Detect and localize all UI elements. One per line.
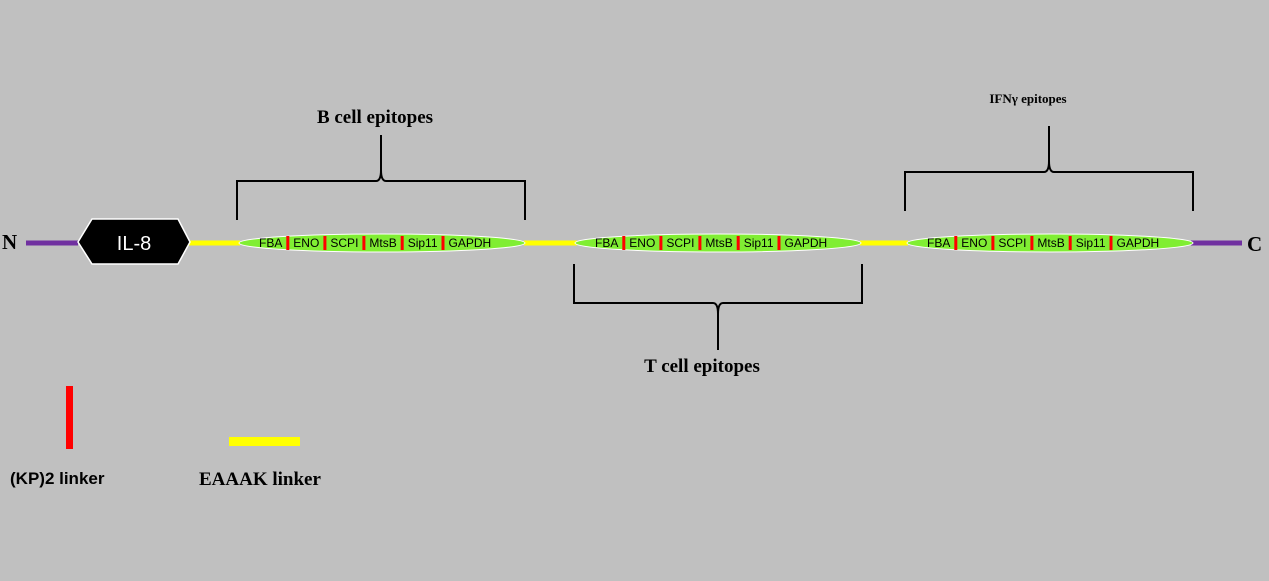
- kp-linker-separator: [323, 236, 327, 250]
- kp-linker-separator: [1109, 236, 1113, 250]
- kp-linker-separator: [777, 236, 781, 250]
- epitope-segment-label: Sip11: [408, 236, 438, 250]
- epitope-segment-label: ENO: [961, 236, 987, 250]
- kp-linker-separator: [400, 236, 404, 250]
- epitope-segment-label: GAPDH: [1117, 236, 1160, 250]
- epitope-segment-label: GAPDH: [449, 236, 492, 250]
- epitope-ellipse-body: [574, 233, 862, 253]
- kp-linker-separator: [441, 236, 445, 250]
- kp-linker-legend-swatch: [66, 386, 73, 449]
- t-cell-brace: [573, 264, 863, 350]
- eaaak-linker-legend-label: EAAAK linker: [199, 469, 321, 490]
- kp-linker-separator: [1030, 236, 1034, 250]
- epitope-segment-label: SCPI: [666, 236, 694, 250]
- epitope-ellipse-1: FBA ENO SCPI MtsB Sip11 GAPDH: [238, 233, 526, 253]
- epitope-segment-label: FBA: [595, 236, 618, 250]
- epitope-segment-label: SCPI: [998, 236, 1026, 250]
- epitope-ellipse-body: [906, 233, 1194, 253]
- epitope-ellipse-body: [238, 233, 526, 253]
- kp-linker-separator: [954, 236, 958, 250]
- b-cell-epitopes-label: B cell epitopes: [317, 107, 433, 128]
- epitope-segment-label: Sip11: [744, 236, 774, 250]
- n-terminal-label: N: [2, 230, 17, 254]
- kp-linker-separator: [622, 236, 626, 250]
- kp-linker-separator: [659, 236, 663, 250]
- adjuvant-hexagon: [77, 218, 191, 265]
- epitope-segment-label: MtsB: [705, 236, 732, 250]
- epitope-segment-label: FBA: [927, 236, 950, 250]
- adjuvant-label: IL-8: [117, 233, 151, 255]
- epitope-segment-label: ENO: [629, 236, 655, 250]
- kp-linker-legend-label: (KP)2 linker: [10, 469, 105, 488]
- eaaak-linker-legend-swatch: [229, 437, 300, 446]
- ifng-epitopes-label: IFNγ epitopes: [989, 91, 1066, 106]
- kp-linker-separator: [698, 236, 702, 250]
- t-cell-epitopes-label: T cell epitopes: [644, 356, 760, 377]
- epitope-segment-label: ENO: [293, 236, 319, 250]
- epitope-segment-label: MtsB: [1037, 236, 1064, 250]
- kp-linker-separator: [991, 236, 995, 250]
- epitope-segment-label: Sip11: [1076, 236, 1106, 250]
- kp-linker-separator: [286, 236, 290, 250]
- b-cell-brace: [236, 135, 526, 220]
- epitope-segment-label: MtsB: [369, 236, 396, 250]
- ifng-brace: [904, 126, 1194, 211]
- epitope-segment-label: FBA: [259, 236, 282, 250]
- epitope-ellipse-2: FBA ENO SCPI MtsB Sip11 GAPDH: [574, 233, 862, 253]
- epitope-segment-label: GAPDH: [785, 236, 828, 250]
- kp-linker-separator: [1068, 236, 1072, 250]
- c-terminal-label: C: [1247, 232, 1262, 256]
- epitope-ellipse-3: FBA ENO SCPI MtsB Sip11 GAPDH: [906, 233, 1194, 253]
- kp-linker-separator: [736, 236, 740, 250]
- epitope-segment-label: SCPI: [330, 236, 358, 250]
- kp-linker-separator: [362, 236, 366, 250]
